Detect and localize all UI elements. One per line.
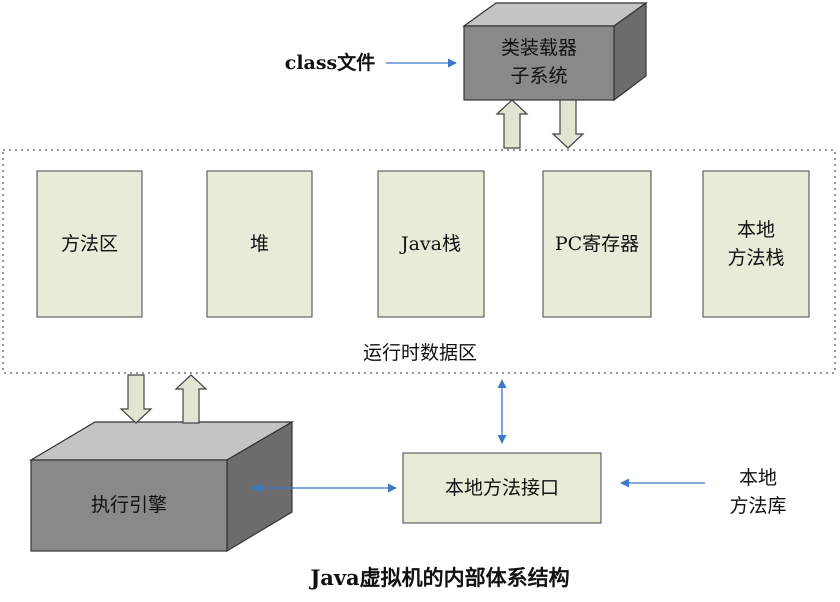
native-interface-box [402,452,602,524]
class-loader-label: 类装载器 子系统 [500,37,577,87]
method-area-box [36,170,143,318]
block-arrow-up-loader [495,99,529,149]
class-file-label: class文件 [284,52,376,74]
java-stack-box [377,170,485,318]
heap-box [206,170,313,318]
class-loader-box [462,1,648,102]
method-area-label: 方法区 [60,233,118,255]
heap-label: 堆 [249,233,269,255]
pc-register-box [542,170,652,318]
native-library-label: 本地 方法库 [729,467,787,517]
block-arrow-up-engine [174,374,208,424]
block-arrow-down-engine [119,374,153,424]
native-method-stack-box [702,170,810,318]
java-stack-label: Java栈 [400,233,461,255]
runtime-data-area-frame [2,149,836,374]
native-interface-label: 本地方法接口 [444,477,559,499]
pc-register-label: PC寄存器 [554,233,640,255]
runtime-data-area-label: 运行时数据区 [362,342,477,364]
execution-engine-box [28,420,295,553]
block-arrow-down-loader [551,99,585,149]
diagram-caption: Java虚拟机的内部体系结构 [310,565,570,590]
native-method-stack-label: 本地 方法栈 [727,219,785,269]
execution-engine-label: 执行引擎 [90,494,167,516]
